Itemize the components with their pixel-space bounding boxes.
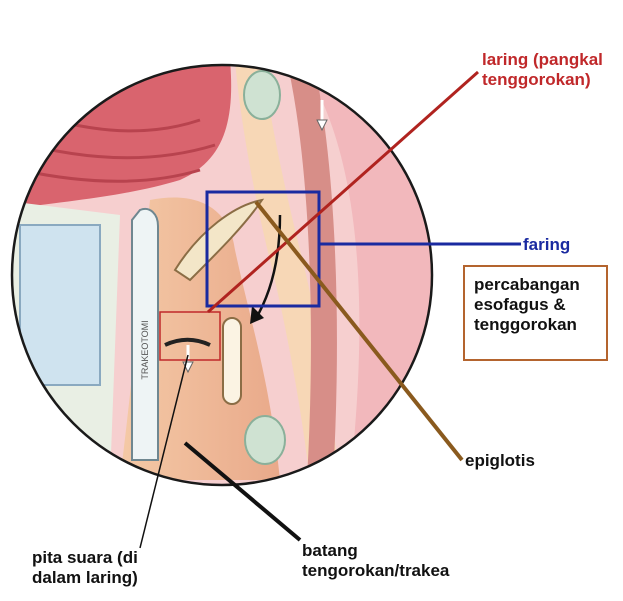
- label-percabangan: percabangan esofagus & tenggorokan: [474, 275, 580, 335]
- label-faring: faring: [523, 235, 570, 255]
- vertebra-top: [244, 71, 280, 119]
- esophagus-opening: [223, 318, 241, 404]
- tube-text: TRAKEOTOMI: [140, 320, 150, 379]
- vertebra-bottom: [245, 416, 285, 464]
- label-pita-suara: pita suara (di dalam laring): [32, 548, 138, 588]
- label-batang-tenggorokan: batang tengorokan/trakea: [302, 541, 449, 581]
- label-laring: laring (pangkal tenggorokan): [482, 50, 603, 90]
- label-epiglotis: epiglotis: [465, 451, 535, 471]
